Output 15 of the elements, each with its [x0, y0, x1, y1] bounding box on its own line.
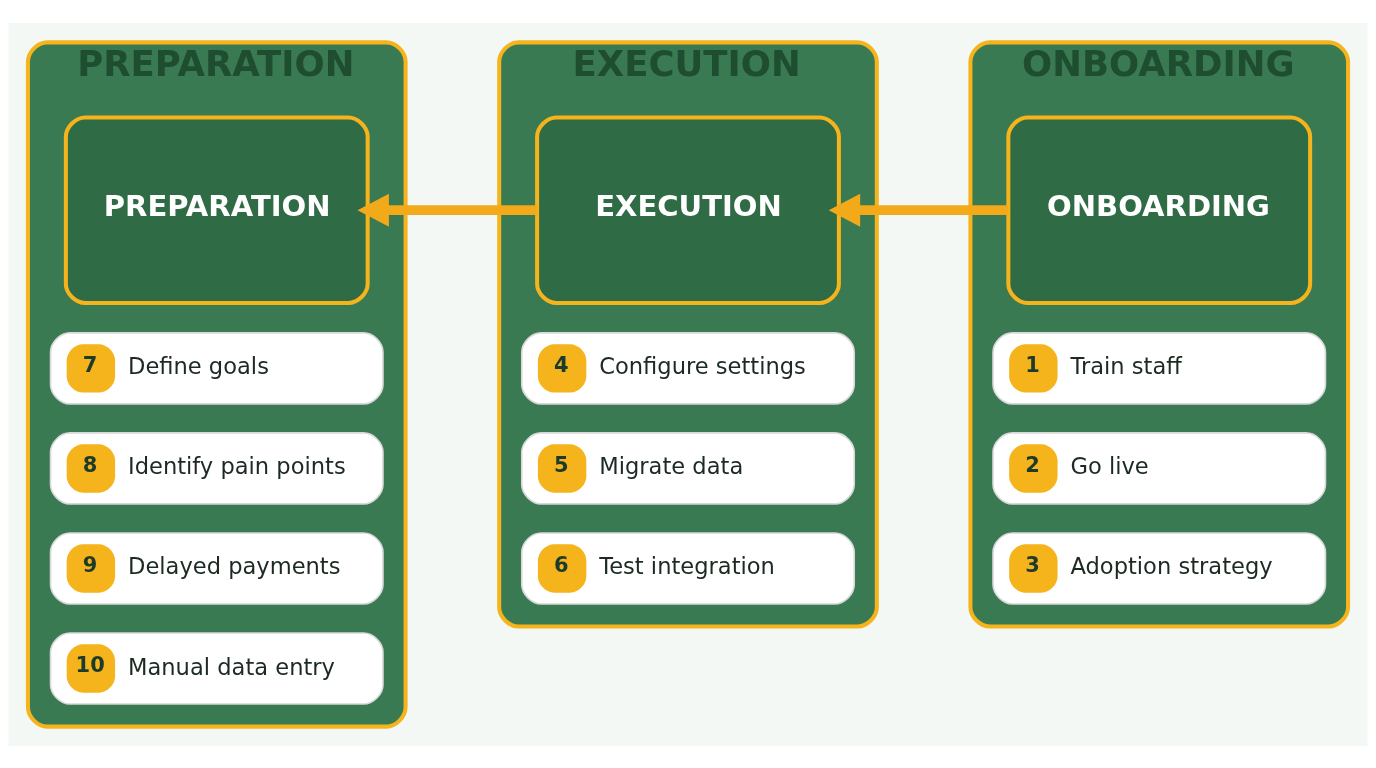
node-box: 7 Define goals [49, 331, 384, 405]
arrow [828, 193, 1009, 227]
arrow [357, 193, 537, 227]
node-box: 8 Identify pain points [49, 431, 384, 505]
node-box: 9 Delayed payments [49, 531, 384, 605]
node-box: 1 Train staff [992, 331, 1327, 405]
node-box: 3 Adoption strategy [992, 531, 1327, 605]
node-box: ONBOARDING [1006, 114, 1313, 305]
node-box: PREPARATION [63, 114, 370, 305]
node-box: 2 Go live [992, 431, 1327, 505]
node-box: 10 Manual data entry [49, 631, 384, 705]
node-box: 4 Configure settings [520, 331, 856, 405]
node-box: 6 Test integration [520, 531, 856, 605]
node-box: EXECUTION [535, 114, 841, 305]
node-box: 5 Migrate data [520, 431, 856, 505]
